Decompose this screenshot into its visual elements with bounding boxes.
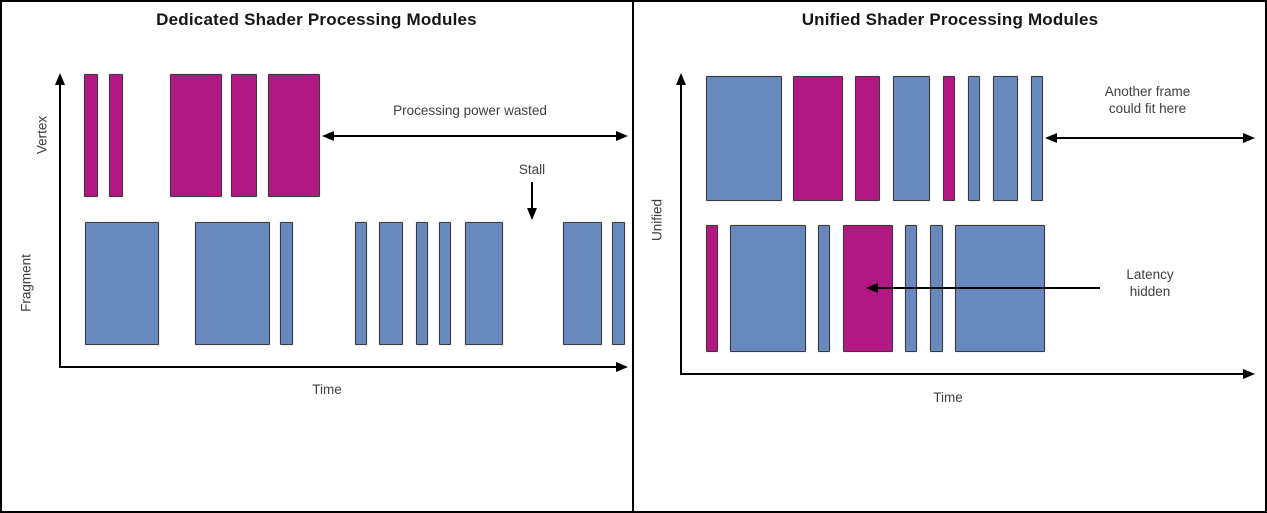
unified-top-bar: [855, 76, 880, 201]
vertex-bar: [231, 74, 257, 197]
fragment-bar: [85, 222, 159, 345]
latency-hidden-line2: hidden: [1129, 284, 1171, 299]
panel-divider: [632, 0, 634, 513]
unified-panel-title: Unified Shader Processing Modules: [801, 10, 1099, 29]
dedicated-panel-title: Dedicated Shader Processing Modules: [156, 10, 477, 29]
stall-arrow-line: [531, 182, 533, 209]
unified-top-bar: [943, 76, 955, 201]
latency-hidden-label: Latency hidden: [1100, 266, 1200, 300]
unified-bottom-bar: [706, 225, 718, 352]
unified-top-bar: [968, 76, 980, 201]
vertex-bar-row: [0, 74, 1267, 197]
unified-top-bar: [1031, 76, 1043, 201]
another-frame-line1: Another frame: [1104, 84, 1191, 99]
fragment-bar: [355, 222, 367, 345]
fragment-bar-row: [0, 222, 1267, 345]
unified-x-axis: [681, 373, 1243, 375]
unified-x-axis-arrow-icon: [1243, 369, 1255, 379]
unified-top-bar-row: [0, 76, 1267, 201]
another-frame-line2: could fit here: [1108, 101, 1187, 116]
dedicated-x-axis: [60, 366, 616, 368]
fragment-bar: [379, 222, 403, 345]
stall-arrow-down-icon: [527, 208, 537, 220]
fragment-bar: [563, 222, 602, 345]
another-frame-arrow-left-icon: [1045, 133, 1057, 143]
wasted-arrow-left-icon: [322, 131, 334, 141]
vertex-bar: [268, 74, 320, 197]
fragment-bar: [416, 222, 428, 345]
another-frame-label: Another frame could fit here: [1065, 83, 1230, 117]
fragment-bar: [439, 222, 451, 345]
unified-time-label: Time: [933, 390, 963, 405]
unified-top-bar: [893, 76, 930, 201]
fragment-bar: [612, 222, 625, 345]
unified-bottom-bar: [730, 225, 806, 352]
stall-label: Stall: [518, 162, 546, 177]
fragment-bar: [280, 222, 293, 345]
unified-top-bar: [706, 76, 782, 201]
latency-arrow-line: [877, 287, 1100, 289]
unified-top-bar: [793, 76, 843, 201]
another-frame-arrow-line: [1056, 137, 1244, 139]
latency-arrow-left-icon: [866, 283, 878, 293]
dedicated-y-axis: [59, 84, 61, 368]
unified-y-axis-arrow-icon: [676, 73, 686, 85]
fragment-bar: [465, 222, 503, 345]
dedicated-x-axis-arrow-icon: [616, 362, 628, 372]
vertex-bar: [84, 74, 98, 197]
dedicated-y-axis-arrow-icon: [55, 73, 65, 85]
wasted-arrow-right-icon: [616, 131, 628, 141]
unified-top-bar: [993, 76, 1018, 201]
wasted-arrow-line: [333, 135, 617, 137]
latency-hidden-line1: Latency: [1126, 267, 1174, 282]
unified-y-axis: [680, 84, 682, 375]
vertex-bar: [170, 74, 222, 197]
another-frame-arrow-right-icon: [1243, 133, 1255, 143]
processing-power-wasted-label: Processing power wasted: [393, 103, 547, 118]
dedicated-time-label: Time: [312, 382, 342, 397]
unified-bottom-bar-row: [0, 225, 1267, 352]
fragment-bar: [195, 222, 270, 345]
unified-bottom-bar: [818, 225, 830, 352]
vertex-bar: [109, 74, 123, 197]
